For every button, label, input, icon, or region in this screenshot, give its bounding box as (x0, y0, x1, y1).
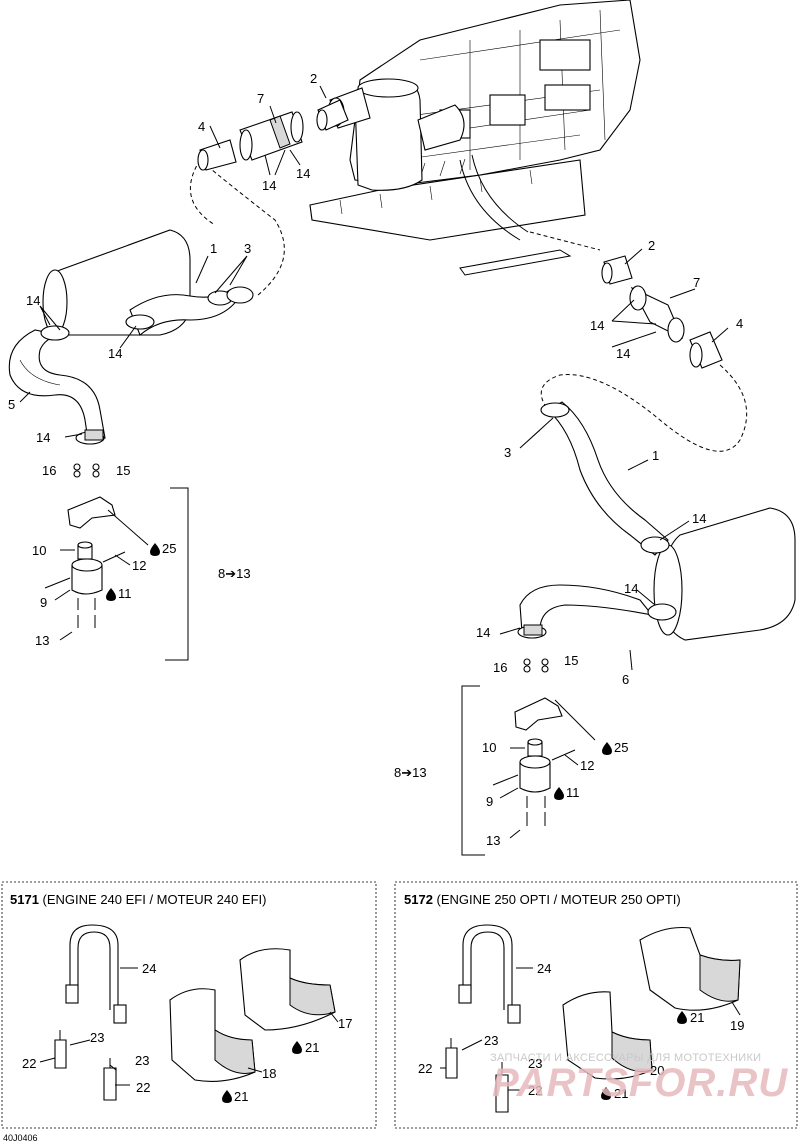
callout-14: 14 (262, 178, 276, 193)
watermark-tagline: ЗАПЧАСТИ И АКСЕССУАРЫ ДЛЯ МОТОТЕХНИКИ (490, 1052, 761, 1064)
callout-22: 22 (528, 1083, 542, 1098)
callout-22: 22 (418, 1061, 432, 1076)
callout-23: 23 (135, 1053, 149, 1068)
callout-24: 24 (142, 961, 156, 976)
engine-block-illustration (309, 0, 641, 276)
callout-9: 9 (40, 595, 47, 610)
callouts: 7 2 4 14 14 1 3 14 14 5 14 16 15 25 10 1… (8, 71, 743, 848)
callout-21: 21 (690, 1010, 704, 1025)
callout-20: 20 (650, 1063, 664, 1078)
callout-25: 25 (162, 541, 176, 556)
callout-22: 22 (136, 1080, 150, 1095)
callout-22: 22 (22, 1056, 36, 1071)
callout-21: 21 (305, 1040, 319, 1055)
left-sensor-module (44, 463, 189, 661)
diagram-code: 40J0406 (3, 1133, 38, 1143)
box-engine: (ENGINE 250 OPTI / MOTEUR 250 OPTI) (433, 892, 681, 907)
callout-10: 10 (32, 543, 46, 558)
callout-15: 15 (564, 653, 578, 668)
callout-14: 14 (296, 166, 310, 181)
callout-7: 7 (257, 91, 264, 106)
callout-14: 14 (36, 430, 50, 445)
box-code: 5172 (404, 892, 433, 907)
callout-23: 23 (484, 1033, 498, 1048)
box-code: 5171 (10, 892, 39, 907)
callout-1: 1 (652, 448, 659, 463)
callout-13: 13 (35, 633, 49, 648)
watermark-logo: PARTSFOR.RU (492, 1061, 788, 1105)
grease-drop-icons (106, 543, 612, 800)
callout-12: 12 (580, 758, 594, 773)
callout-9: 9 (486, 794, 493, 809)
box-5172: 5172 (ENGINE 250 OPTI / MOTEUR 250 OPTI)… (394, 881, 798, 1129)
drop-icon (106, 588, 116, 601)
box-engine: (ENGINE 240 EFI / MOTEUR 240 EFI) (39, 892, 267, 907)
right-sensor-module (461, 658, 596, 856)
callout-14: 14 (108, 346, 122, 361)
callout-14: 14 (624, 581, 638, 596)
callout-3: 3 (244, 241, 251, 256)
callout-1: 1 (210, 241, 217, 256)
drop-icon (150, 543, 160, 556)
callout-11: 11 (118, 586, 132, 601)
box-title: 5172 (ENGINE 250 OPTI / MOTEUR 250 OPTI) (404, 892, 681, 907)
callout-11: 11 (566, 785, 580, 800)
drop-icon (602, 742, 612, 755)
callout-25: 25 (614, 740, 628, 755)
box-5171: 5171 (ENGINE 240 EFI / MOTEUR 240 EFI) 2… (1, 881, 377, 1129)
callout-21: 21 (614, 1086, 628, 1101)
box-title: 5171 (ENGINE 240 EFI / MOTEUR 240 EFI) (10, 892, 266, 907)
callout-17: 17 (338, 1016, 352, 1031)
callout-16: 16 (493, 660, 507, 675)
right-exhaust-assembly (517, 255, 796, 641)
range-8-13: 8➔13 (218, 566, 251, 581)
callout-12: 12 (132, 558, 146, 573)
callout-14: 14 (616, 346, 630, 361)
callout-18: 18 (262, 1066, 276, 1081)
callout-4: 4 (736, 316, 743, 331)
callout-15: 15 (116, 463, 130, 478)
callout-23: 23 (528, 1056, 542, 1071)
callout-16: 16 (42, 463, 56, 478)
leader-lines (19, 85, 729, 839)
callout-14: 14 (590, 318, 604, 333)
callout-3: 3 (504, 445, 511, 460)
callout-2: 2 (648, 238, 655, 253)
callout-2: 2 (310, 71, 317, 86)
callout-21: 21 (234, 1089, 248, 1104)
callout-23: 23 (90, 1030, 104, 1045)
callout-5: 5 (8, 397, 15, 412)
watermark: ЗАПЧАСТИ И АКСЕССУАРЫ ДЛЯ МОТОТЕХНИКИ PA… (490, 1052, 788, 1105)
callout-10: 10 (482, 740, 496, 755)
callout-24: 24 (537, 961, 551, 976)
drop-icon (554, 787, 564, 800)
callout-14: 14 (26, 293, 40, 308)
callout-6: 6 (622, 672, 629, 687)
left-exhaust-assembly (8, 99, 349, 445)
callout-14: 14 (692, 511, 706, 526)
callout-14: 14 (476, 625, 490, 640)
callout-13: 13 (486, 833, 500, 848)
range-8-13: 8➔13 (394, 765, 427, 780)
callout-4: 4 (198, 119, 205, 134)
callout-19: 19 (730, 1018, 744, 1033)
callout-7: 7 (693, 275, 700, 290)
